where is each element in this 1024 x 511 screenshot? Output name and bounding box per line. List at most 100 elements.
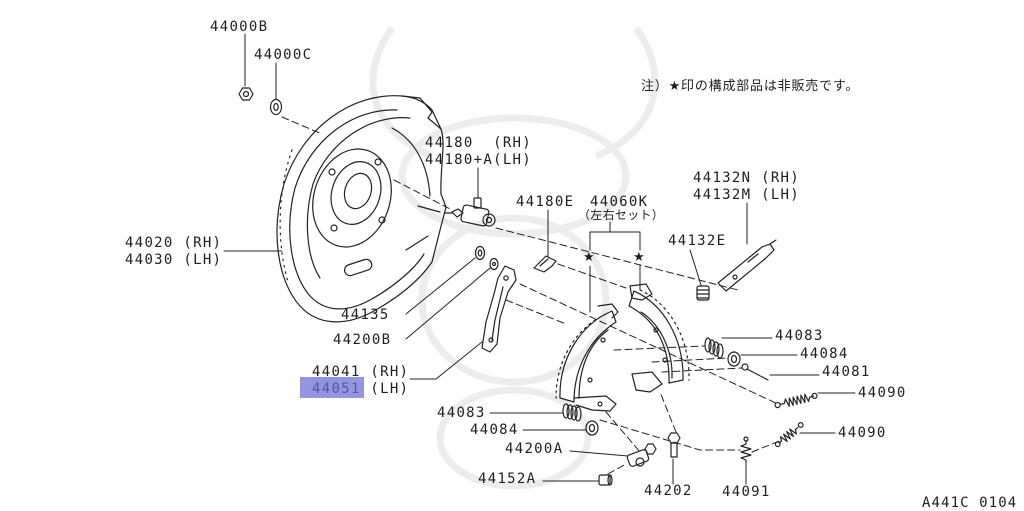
lever-hole (503, 275, 509, 281)
part-label-44084-left[interactable]: 44084 (470, 422, 519, 438)
cylinder-fitting (451, 208, 464, 218)
pin-head (741, 363, 749, 371)
shoe-web (640, 311, 673, 379)
spring-hook (811, 392, 818, 399)
shoe-hole (662, 357, 668, 363)
shoe-web (578, 329, 609, 399)
part-label-44132m-lh[interactable]: 44132M (LH) (693, 187, 801, 203)
plate-notch (401, 95, 442, 130)
brake-shoe-right (628, 283, 690, 393)
part-label-44000c[interactable]: 44000C (254, 47, 313, 63)
spring-hook (797, 422, 804, 428)
part-label-44083-left[interactable]: 44083 (437, 405, 486, 421)
cup-outer (585, 420, 599, 436)
plate-edge-ticks (279, 149, 293, 283)
part-label-44083-right[interactable]: 44083 (775, 328, 824, 344)
kit-set-note: （左右セット） (578, 208, 665, 222)
spring-coil (740, 440, 752, 464)
clip-body (533, 255, 557, 273)
part-label-44041-rh[interactable]: 44041 (RH) (312, 364, 410, 380)
shoe-lining-marks (639, 289, 690, 381)
coil-turn (562, 403, 570, 419)
pin-center (491, 261, 497, 267)
part-label-44060k[interactable]: 44060K (590, 194, 649, 210)
part-label-44091[interactable]: 44091 (722, 484, 771, 500)
part-label-44090-upper[interactable]: 44090 (858, 385, 907, 401)
clip-44180e (533, 255, 557, 273)
spring-44083-right (704, 337, 724, 359)
dashed-line (281, 116, 323, 135)
part-label-44084-right[interactable]: 44084 (800, 346, 849, 362)
dashed-line (651, 357, 729, 363)
spring-coils (696, 289, 710, 299)
pin-44152a (598, 474, 613, 486)
pin-44200b (489, 257, 499, 271)
spring-44090-upper (774, 392, 818, 409)
part-label-44200b[interactable]: 44200B (333, 332, 392, 348)
part-label-44135[interactable]: 44135 (341, 307, 390, 323)
washer-44000c (269, 98, 283, 116)
shoe-hole (600, 337, 606, 343)
lever-rib (491, 286, 504, 341)
shoe-bottom-tab (573, 395, 617, 412)
part-label-44202[interactable]: 44202 (644, 483, 693, 499)
spring-44083-left (562, 403, 582, 422)
wheel-cylinder-44180 (444, 197, 496, 227)
selected-part-highlight[interactable] (300, 377, 364, 398)
leader-line-44132e (689, 249, 702, 286)
cup-44084-right (727, 351, 741, 367)
watermark-horn-right (594, 25, 659, 160)
shoe-hole (653, 327, 659, 333)
shoe-hole (597, 401, 603, 407)
coil-turn (716, 343, 724, 359)
adjuster-body (626, 449, 650, 467)
part-label-44180-rh[interactable]: 44180 (RH) (425, 135, 533, 151)
adjuster-lever-body (717, 239, 777, 292)
plate-bolt-hole (330, 224, 338, 232)
part-label-44081[interactable]: 44081 (822, 364, 871, 380)
bleeder-screw (473, 197, 482, 209)
cup-44084-left (585, 420, 599, 436)
dashed-assembly-lines (281, 116, 783, 475)
shoe-lining (628, 290, 684, 384)
coil-turn (704, 337, 712, 353)
figure-code: A441C 0104 (922, 495, 1018, 511)
part-label-44000b[interactable]: 44000B (210, 19, 269, 35)
part-label-44132e[interactable]: 44132E (668, 233, 727, 249)
part-label-44180e[interactable]: 44180E (516, 194, 575, 210)
cup-outer (727, 351, 741, 367)
leader-line-44200a (569, 450, 629, 457)
part-label-44200a[interactable]: 44200A (505, 441, 564, 457)
spring-hook (774, 401, 781, 409)
spring-coil (779, 393, 815, 407)
leader-lines (223, 33, 856, 485)
part-label-44152a[interactable]: 44152A (478, 471, 537, 487)
plate-flange (306, 117, 411, 279)
part-label-44030-lh[interactable]: 44030 (LH) (125, 252, 223, 268)
washer-outer (474, 245, 486, 261)
part-label-44180a-lh[interactable]: 44180+A(LH) (425, 152, 533, 168)
part-label-44132n-rh[interactable]: 44132N (RH) (693, 170, 801, 186)
leader-line-44041 (409, 341, 483, 380)
dashed-line (393, 179, 453, 211)
non-sale-note: 注）★印の構成部品は非販売です。 (641, 79, 860, 94)
pin-head (489, 257, 499, 271)
dashed-line (495, 227, 739, 291)
shoe-bottom-end (631, 371, 663, 393)
plate-rib (405, 205, 441, 251)
pin-shank (746, 368, 769, 381)
spring-44090-lower (774, 422, 804, 448)
part-label-44090-lower[interactable]: 44090 (838, 425, 887, 441)
nut-44000b (238, 87, 254, 101)
bolt-44202 (667, 432, 681, 458)
watermark-helmet (398, 114, 630, 238)
watermark-face (418, 214, 610, 386)
pin-end (607, 474, 613, 486)
backing-plate-44020 (276, 95, 447, 323)
dashed-line (505, 299, 567, 325)
adjuster-nut (644, 443, 657, 455)
watermark-horn-left (369, 25, 434, 160)
spring-44091 (740, 436, 752, 464)
part-label-44020-rh[interactable]: 44020 (RH) (125, 235, 223, 251)
